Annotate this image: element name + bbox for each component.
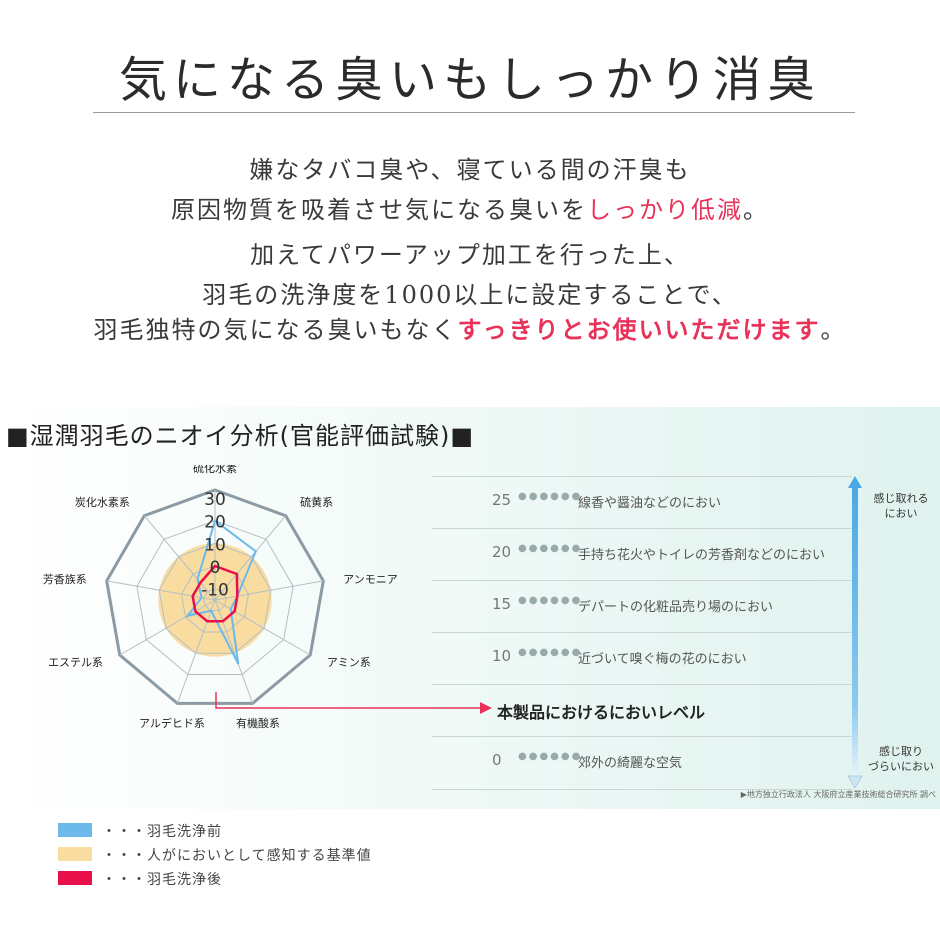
intro-line-5-text: 羽毛独特の気になる臭いもなく: [93, 316, 458, 344]
level-row-25: 25 ●●●●●● 線香や醤油などのにおい: [432, 476, 852, 529]
radar-spoke: [143, 515, 216, 601]
radar-grid-ring: [203, 588, 227, 612]
scale-top-line1: 感じ取れる: [873, 492, 929, 505]
level-row-product: [432, 684, 852, 737]
intro-line-4: 羽毛の洗浄度を1000以上に設定することで、: [202, 281, 738, 309]
radar-grid-ring: [136, 520, 294, 676]
level-value: 25: [492, 491, 512, 509]
intro-line-2-text: 原因物質を吸着させ気になる臭いを: [171, 196, 587, 224]
series-after-wash: [191, 564, 239, 623]
legend-label: ・・・羽毛洗浄前: [102, 824, 222, 840]
radar-tick-label: 30: [204, 490, 226, 510]
page-title: 気になる臭いもしっかり消臭: [118, 52, 821, 108]
intro-line-5: 羽毛独特の気になる臭いもなくすっきりとお使いいただけます。: [0, 310, 940, 345]
level-description: 近づいて嗅ぐ梅の花のにおい: [578, 652, 747, 667]
level-row-10: 10 ●●●●●● 近づいて嗅ぐ梅の花のにおい: [432, 632, 852, 685]
radar-axis-label: 有機酸系: [236, 716, 280, 730]
pointer-arrowhead-icon: [480, 702, 492, 714]
intro-highlight: しっかり低減: [587, 196, 743, 224]
source-note: ▶地方独立行政法人 大阪府立産業技術総合研究所 調べ: [740, 790, 936, 799]
series-before-wash: [185, 519, 258, 665]
radar-axis-label: エステル系: [48, 656, 103, 669]
intro-line-2: 原因物質を吸着させ気になる臭いをしっかり低減。: [0, 190, 940, 225]
radar-tick-label: -10: [201, 581, 229, 601]
legend-swatch: [58, 871, 92, 885]
radar-axis-label: 芳香族系: [43, 572, 87, 586]
level-value: 0: [492, 751, 502, 769]
scale-top-label: 感じ取れる におい: [866, 491, 936, 521]
radar-tick-label: 0: [210, 558, 221, 578]
level-dots: ●●●●●●: [518, 751, 583, 762]
legend-swatch: [58, 823, 92, 837]
level-dots: ●●●●●●: [518, 595, 583, 606]
intro-line-5-end: 。: [820, 316, 847, 344]
level-value: 20: [492, 543, 512, 561]
radar-spoke: [214, 599, 254, 704]
level-dots: ●●●●●●: [518, 543, 583, 554]
radar-grid-ring: [105, 488, 325, 705]
legend-label: ・・・羽毛洗浄後: [102, 872, 222, 888]
level-description: 線香や醤油などのにおい: [578, 496, 722, 511]
radar-grid-ring: [158, 542, 272, 654]
radar-spoke: [214, 580, 324, 601]
scale-top-line2: におい: [884, 507, 918, 520]
title-divider: [93, 112, 855, 113]
level-row-15: 15 ●●●●●● デパートの化粧品売り場のにおい: [432, 580, 852, 633]
level-value: 15: [492, 595, 512, 613]
level-description: 郊外の綺麗な空気: [578, 756, 683, 771]
radar-axis-label: 硫黄系: [300, 495, 333, 509]
radar-tick-label: 10: [204, 535, 226, 555]
radar-axis-label: アンモニア: [343, 573, 398, 586]
intro-line-3: 加えてパワーアップ加工を行った上、: [250, 241, 690, 269]
radar-spoke: [214, 515, 287, 601]
scale-bottom-line1: 感じ取り: [879, 745, 923, 758]
radar-axis-label: アミン系: [327, 656, 371, 669]
scale-arrow-icon: [848, 476, 862, 788]
radar-axis-label: アルデヒド系: [139, 716, 205, 730]
intro-line-2-end: 。: [743, 196, 769, 224]
level-value: 10: [492, 647, 512, 665]
radar-axis-label: 炭化水素系: [75, 495, 130, 509]
legend-swatch: [58, 847, 92, 861]
radar-axis-label: 硫化水素: [193, 465, 237, 475]
level-row-20: 20 ●●●●●● 手持ち花火やトイレの芳香剤などのにおい: [432, 528, 852, 581]
legend-label: ・・・人がにおいとして感知する基準値: [102, 848, 372, 864]
product-level-label: 本製品におけるにおいレベル: [497, 703, 706, 722]
level-dots: ●●●●●●: [518, 491, 583, 502]
radar-spoke: [119, 599, 216, 656]
section-heading: ■湿潤羽毛のニオイ分析(官能評価試験)■: [6, 422, 475, 450]
level-dots: ●●●●●●: [518, 647, 583, 658]
intro-line-1: 嫌なタバコ臭や、寝ている間の汗臭も: [249, 156, 691, 184]
scale-bottom-line2: づらいにおい: [868, 760, 934, 773]
pointer-connector: [215, 692, 492, 714]
analysis-panel: [0, 407, 940, 809]
scale-bottom-label: 感じ取り づらいにおい: [866, 744, 936, 774]
intro-highlight-2: すっきりとお使いいただけます: [457, 315, 821, 344]
radar-spoke: [176, 599, 216, 704]
pointer-line: [215, 692, 482, 709]
radar-tick-label: 20: [204, 513, 226, 533]
level-row-0: 0 ●●●●●● 郊外の綺麗な空気: [432, 736, 852, 790]
level-description: 手持ち花火やトイレの芳香剤などのにおい: [578, 548, 826, 563]
level-description: デパートの化粧品売り場のにおい: [578, 600, 774, 615]
radar-spoke: [106, 580, 216, 601]
